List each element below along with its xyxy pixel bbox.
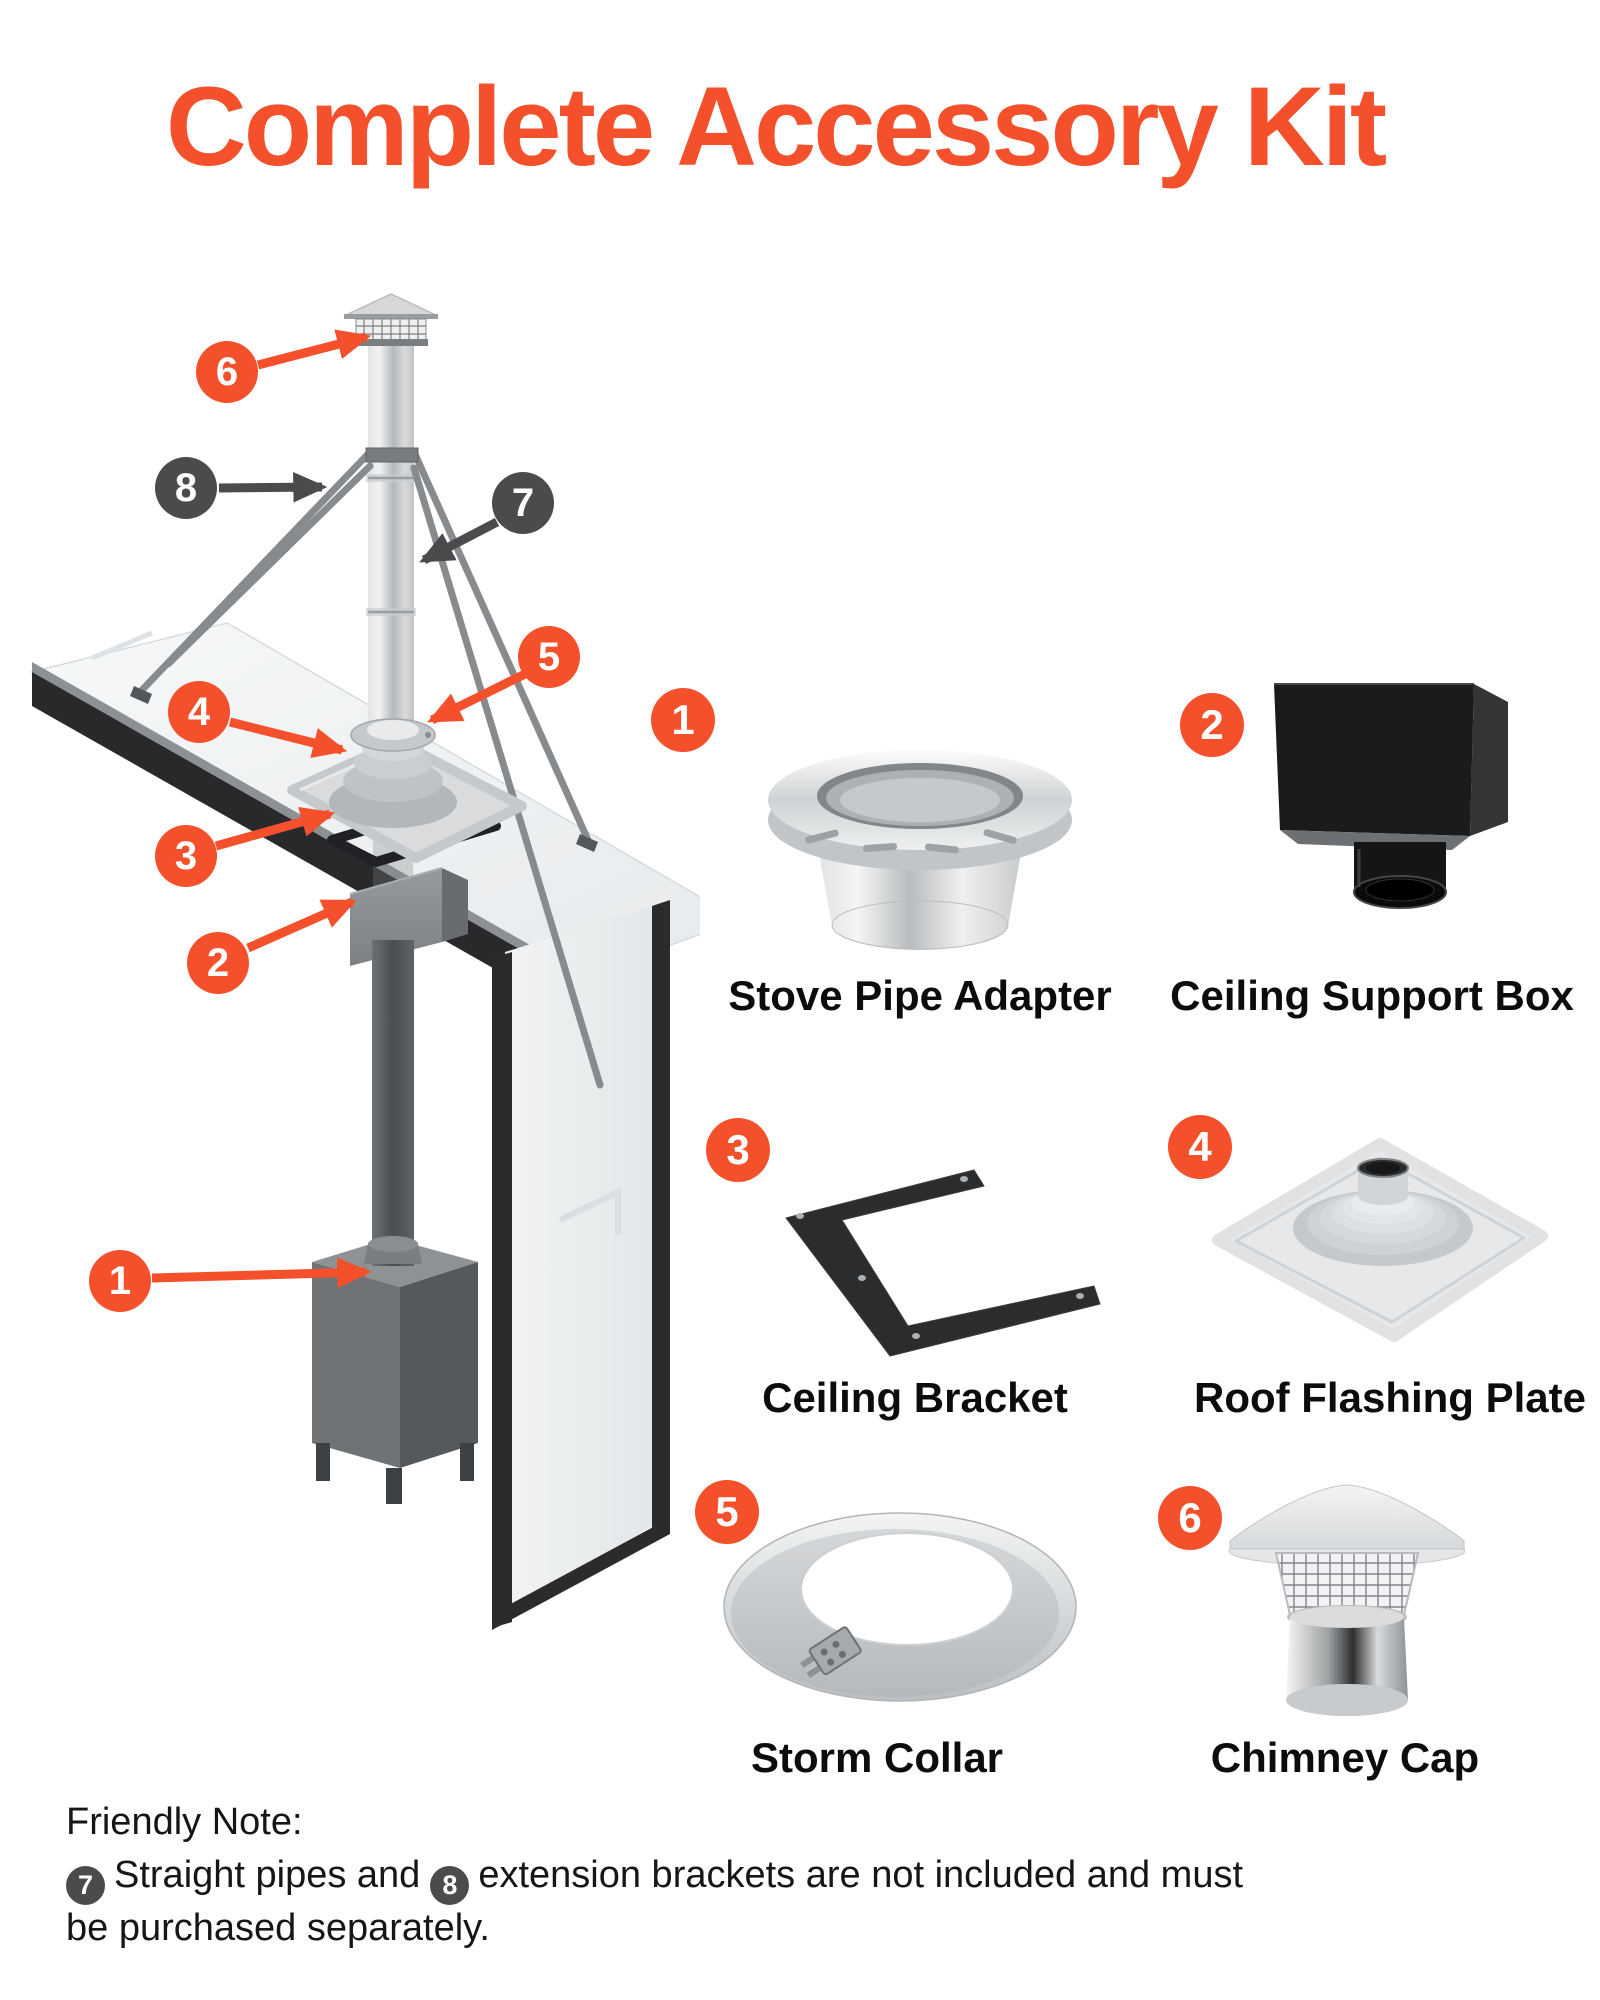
product-number: 1 (671, 696, 695, 743)
note-body-line-2: be purchased separately. (66, 1907, 490, 1949)
note-text-2: extension brackets are not included and … (478, 1854, 1244, 1896)
installation-diagram (30, 293, 700, 1630)
stove (312, 1238, 478, 1504)
callout-arrows (151, 329, 527, 1289)
product-badge-3: 3 (706, 1118, 770, 1182)
interior-pipe (372, 940, 414, 1266)
roof-flashing-plate-image (1212, 1138, 1548, 1342)
product-label-4: Roof Flashing Plate (1193, 1374, 1587, 1421)
callout-badge-7: 7 (492, 472, 554, 534)
product-badge-2: 2 (1180, 693, 1244, 757)
callout-badge-4: 4 (168, 681, 230, 743)
callout-badge-1: 1 (89, 1250, 151, 1312)
storm-collar-image (723, 1512, 1077, 1702)
callout-badge-6: 6 (196, 341, 258, 403)
straight-pipe-diagram (368, 344, 414, 750)
callout-badge-8: 8 (155, 457, 217, 519)
note-badge-7: 7 (66, 1866, 105, 1905)
product-badge-4: 4 (1168, 1115, 1232, 1179)
callout-number: 1 (108, 1258, 132, 1303)
callout-number: 5 (537, 634, 561, 679)
product-badge-6: 6 (1158, 1486, 1222, 1550)
page-title: Complete Accessory Kit (165, 64, 1387, 189)
bracket-foot-left (130, 686, 152, 704)
note-badge-number: 8 (442, 1870, 458, 1900)
product-number: 4 (1188, 1123, 1212, 1170)
callout-number: 7 (511, 480, 535, 525)
product-label-3: Ceiling Bracket (762, 1374, 1068, 1421)
chimney-cap-image (1228, 1484, 1466, 1716)
product-badge-5: 5 (695, 1480, 759, 1544)
callout-number: 4 (187, 689, 211, 734)
product-label-2: Ceiling Support Box (1170, 972, 1574, 1019)
bracket-clamp (365, 447, 419, 463)
callout-number: 8 (174, 465, 198, 510)
note-body-line-1: 7 Straight pipes and 8 extension brackets a… (66, 1849, 1244, 1905)
callout-badge-5: 5 (518, 626, 580, 688)
extension-brackets-diagram (138, 448, 604, 1089)
note-text-1: Straight pipes and (114, 1854, 421, 1896)
ceiling-support-box-image (1274, 683, 1508, 909)
pipe-section-joints (366, 474, 416, 616)
friendly-note: Friendly Note: 7 Straight pipes and 8 exten… (66, 1796, 1243, 1955)
product-number: 3 (726, 1126, 750, 1173)
callout-number: 6 (215, 349, 239, 394)
bracket-screw-holes (796, 1176, 1084, 1339)
callout-number: 3 (174, 833, 198, 878)
product-number: 6 (1178, 1494, 1202, 1541)
collar-clamp (800, 1626, 862, 1678)
product-number: 2 (1200, 701, 1224, 748)
ceiling-bracket-image (785, 1169, 1101, 1357)
product-label-1: Stove Pipe Adapter (728, 972, 1112, 1019)
bracket-foot-right (576, 834, 598, 852)
product-number: 5 (715, 1488, 739, 1535)
wall-panel (492, 900, 670, 1630)
product-label-6: Chimney Cap (1210, 1734, 1480, 1781)
callout-badge-2: 2 (187, 932, 249, 994)
callout-badge-3: 3 (155, 825, 217, 887)
note-badge-8: 8 (430, 1866, 470, 1905)
adapter-vent-slits (805, 829, 1017, 854)
note-heading: Friendly Note: (66, 1801, 303, 1843)
stove-pipe-adapter-image (768, 750, 1072, 950)
product-badge-1: 1 (651, 688, 715, 752)
chimney-cap-diagram (343, 293, 439, 346)
note-badge-number: 7 (77, 1870, 94, 1900)
product-label-5: Storm Collar (750, 1734, 1004, 1781)
storm-collar-diagram (350, 718, 436, 752)
callout-number: 2 (206, 940, 230, 985)
stove-pipe-adapter-diagram (364, 1236, 422, 1264)
